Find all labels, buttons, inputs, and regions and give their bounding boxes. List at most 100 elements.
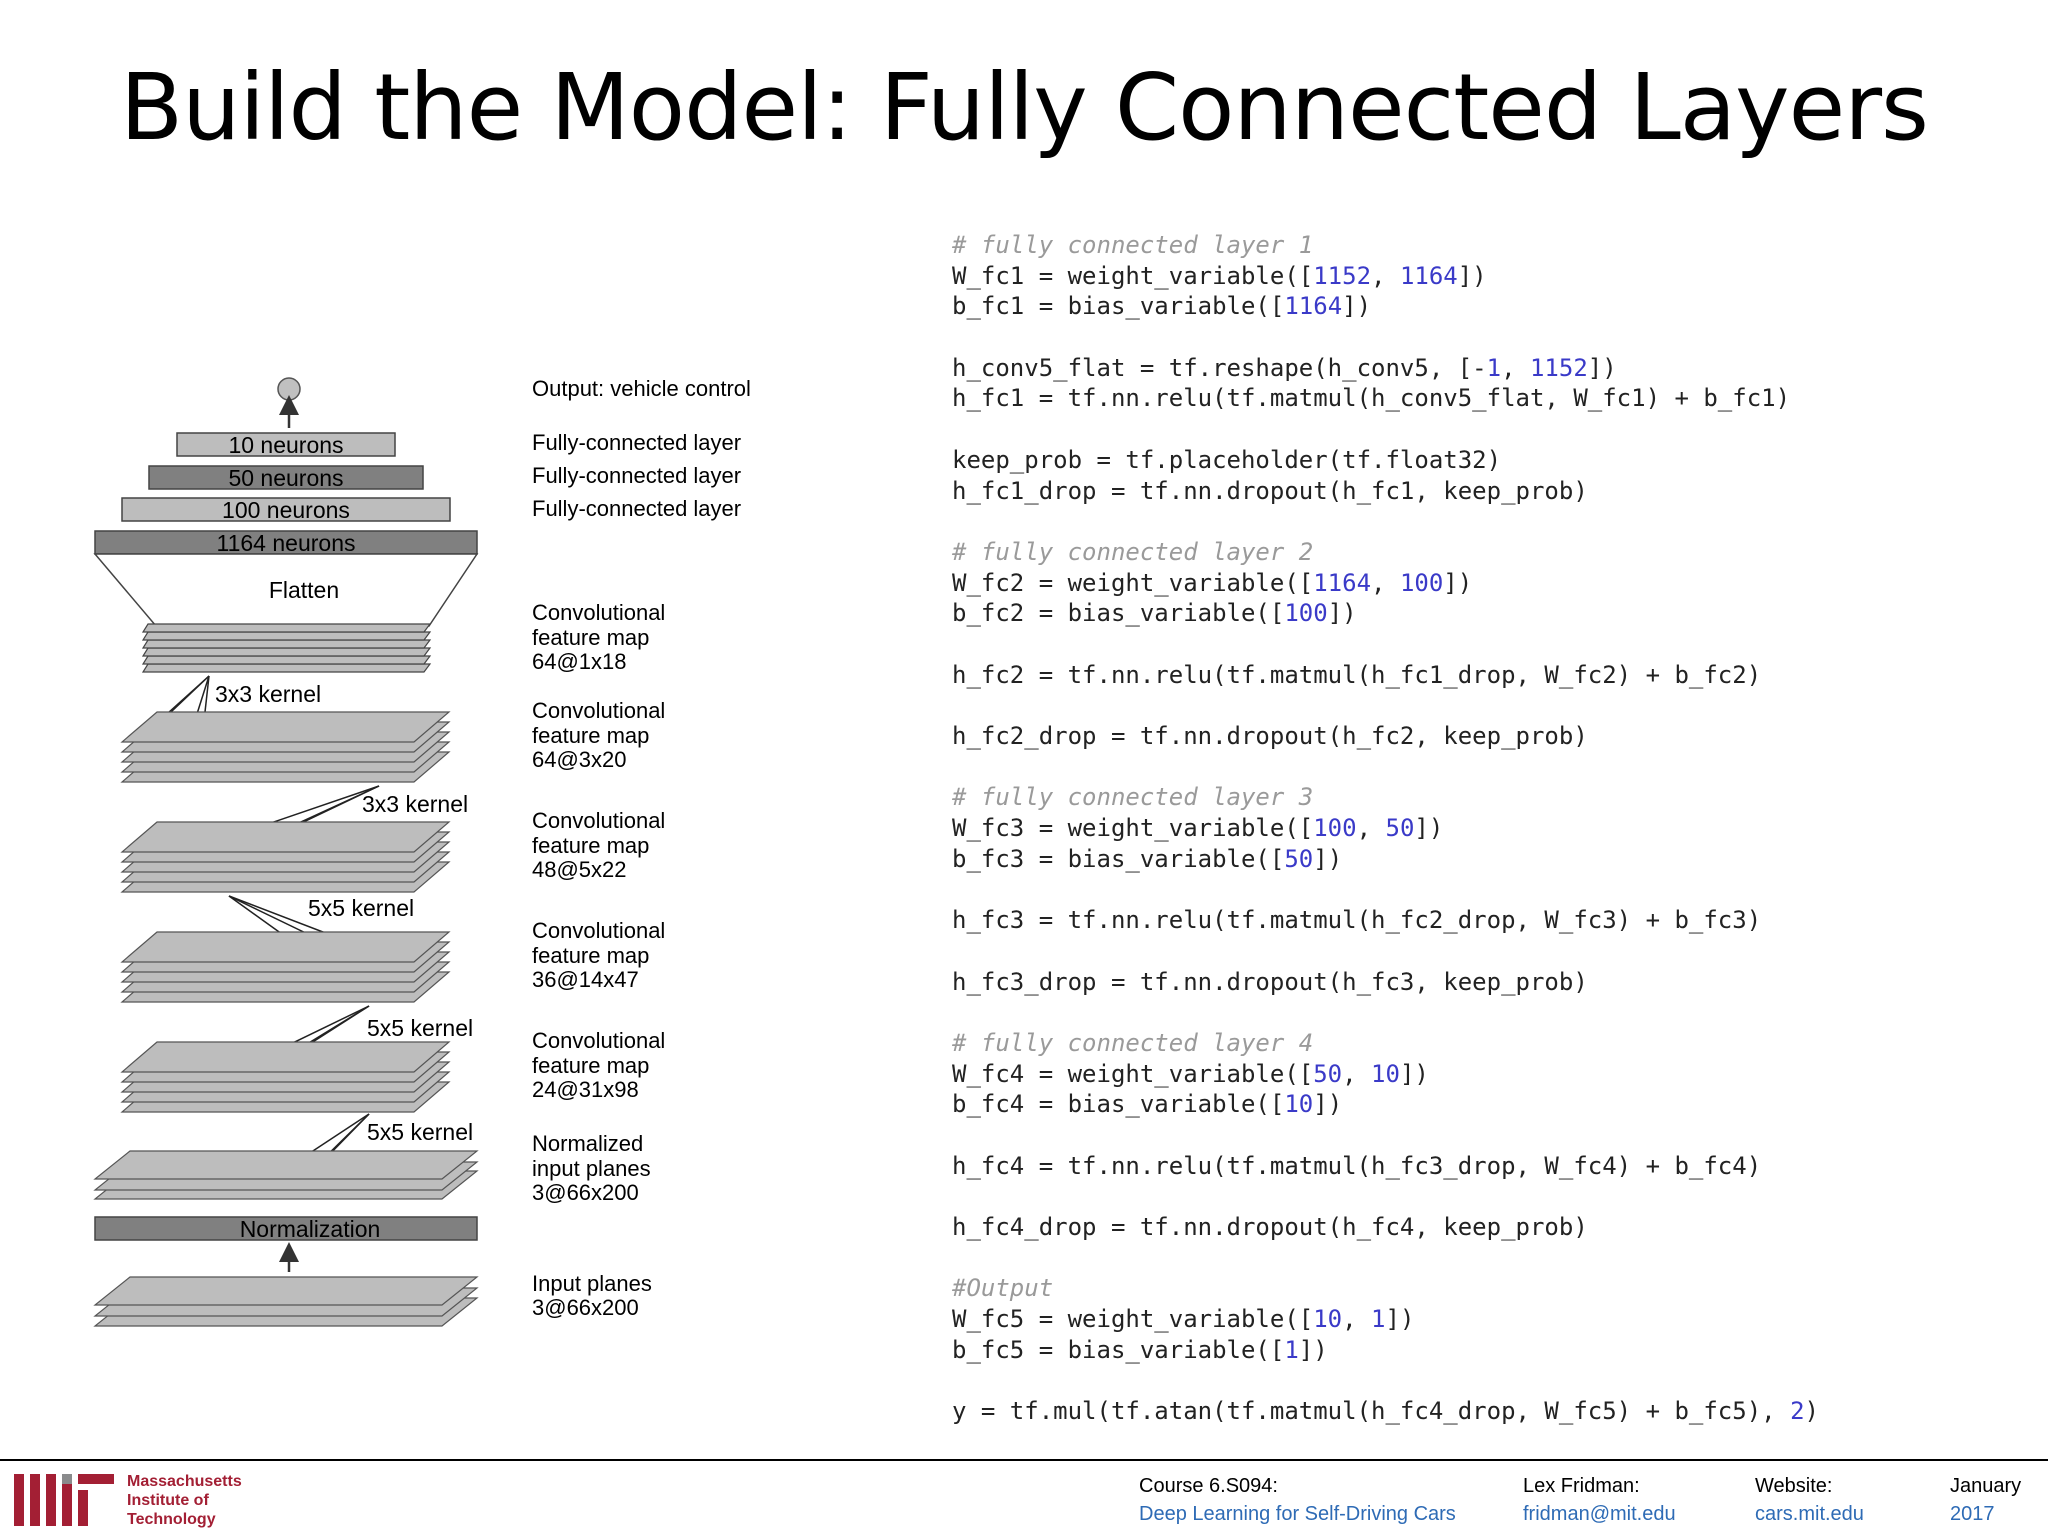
code-token: b_fc2 = bias_variable([ [952, 599, 1285, 628]
code-comment: # fully connected layer 2 [952, 537, 1314, 566]
slide-title: Build the Model: Fully Connected Layers [120, 54, 1929, 161]
conv2-feature-map [120, 931, 451, 1003]
code-number: 10 [1371, 1059, 1400, 1088]
code-line [952, 752, 1819, 783]
code-number: 10 [1284, 1090, 1314, 1119]
svg-text:feature map: feature map [532, 943, 649, 968]
code-line [952, 997, 1819, 1028]
code-comment: # fully connected layer 3 [952, 783, 1314, 812]
kernel-label-conv3: 5x5 kernel [308, 895, 414, 921]
website-link[interactable]: cars.mit.edu [1755, 1503, 1864, 1525]
fc-bar-100: 100 neurons [121, 497, 451, 523]
code-line [952, 506, 1819, 537]
code-token: ]) [1298, 1335, 1328, 1364]
label-output: Output: vehicle control [532, 376, 751, 401]
label-input: Input planes 3@66x200 [532, 1271, 652, 1320]
fc-bar-50: 50 neurons [148, 465, 424, 491]
code-line: b_fc5 = bias_variable([1]) [952, 1335, 1819, 1366]
course-label: Course 6.S094: [1139, 1475, 1278, 1497]
code-token: , [1371, 261, 1400, 290]
code-number: 10 [1313, 1305, 1343, 1334]
svg-text:48@5x22: 48@5x22 [532, 857, 627, 882]
code-token: W_fc3 = weight_variable([ [952, 814, 1314, 843]
label-normalized: Normalized input planes 3@66x200 [532, 1131, 651, 1205]
code-number: 1164 [1284, 292, 1343, 321]
footer-author: Lex Fridman: fridman@mit.edu [1523, 1472, 1676, 1528]
code-token: h_fc3_drop = tf.nn.dropout(h_fc3, keep_p… [952, 967, 1588, 996]
code-token: h_fc4_drop = tf.nn.dropout(h_fc4, keep_p… [952, 1213, 1588, 1241]
fc-bar-100-label: 100 neurons [222, 497, 350, 523]
svg-text:36@14x47: 36@14x47 [532, 967, 639, 992]
code-token: h_fc2 = tf.nn.relu(tf.matmul(h_fc1_drop,… [952, 660, 1762, 689]
footer-website: Website: cars.mit.edu [1755, 1472, 1864, 1528]
code-line: h_fc3_drop = tf.nn.dropout(h_fc3, keep_p… [952, 967, 1819, 998]
label-conv3: Convolutional feature map 48@5x22 [532, 808, 665, 882]
svg-text:Convolutional: Convolutional [532, 1028, 665, 1053]
kernel-label-conv2: 5x5 kernel [367, 1015, 473, 1041]
svg-text:Convolutional: Convolutional [532, 918, 665, 943]
code-line: # fully connected layer 1 [952, 230, 1819, 261]
svg-text:Convolutional: Convolutional [532, 698, 665, 723]
kernel-label-conv5: 3x3 kernel [215, 681, 321, 707]
code-line [952, 874, 1819, 905]
code-token: W_fc4 = weight_variable([ [952, 1059, 1314, 1088]
code-line [952, 1243, 1819, 1274]
svg-text:3@66x200: 3@66x200 [532, 1180, 639, 1205]
svg-text:input planes: input planes [532, 1156, 651, 1181]
fc-bar-1164: 1164 neurons [94, 530, 478, 556]
code-token: h_fc3 = tf.nn.relu(tf.matmul(h_fc2_drop,… [952, 906, 1762, 935]
code-line: # fully connected layer 3 [952, 782, 1819, 813]
code-token: ]) [1414, 814, 1444, 843]
code-token: ]) [1587, 353, 1617, 382]
code-line: # fully connected layer 2 [952, 537, 1819, 568]
date-month: January [1950, 1475, 2022, 1497]
code-line: b_fc1 = bias_variable([1164]) [952, 291, 1819, 322]
label-conv1: Convolutional feature map 24@31x98 [532, 1028, 665, 1102]
code-token: b_fc3 = bias_variable([ [952, 844, 1285, 873]
code-number: 1152 [1529, 353, 1588, 382]
code-line: keep_prob = tf.placeholder(tf.float32) [952, 445, 1819, 476]
code-line: #Output [952, 1273, 1819, 1304]
label-fc1: Fully-connected layer [532, 430, 741, 455]
code-line: # fully connected layer 4 [952, 1028, 1819, 1059]
svg-text:64@1x18: 64@1x18 [532, 649, 627, 674]
label-conv2: Convolutional feature map 36@14x47 [532, 918, 665, 992]
flatten-block: Flatten [93, 553, 479, 627]
footer-date: January 2017 [1950, 1472, 2021, 1528]
code-comment: # fully connected layer 4 [952, 1028, 1314, 1057]
kernel-label-conv1: 5x5 kernel [367, 1119, 473, 1145]
svg-text:24@31x98: 24@31x98 [532, 1077, 639, 1102]
code-token: keep_prob = tf.placeholder(tf.float32) [952, 445, 1502, 474]
code-line [952, 936, 1819, 967]
date-year: 2017 [1950, 1503, 1995, 1525]
code-token: , [1342, 1059, 1372, 1088]
code-number: 50 [1385, 814, 1415, 843]
code-line [952, 322, 1819, 353]
code-number: 1164 [1399, 261, 1458, 290]
kernel-label-conv4: 3x3 kernel [362, 791, 468, 817]
code-token: , [1501, 353, 1530, 382]
code-line: h_fc2_drop = tf.nn.dropout(h_fc2, keep_p… [952, 721, 1819, 752]
code-line: h_fc1 = tf.nn.relu(tf.matmul(h_conv5_fla… [952, 383, 1819, 414]
author-email-link[interactable]: fridman@mit.edu [1523, 1503, 1676, 1525]
code-line [952, 1120, 1819, 1151]
code-line: h_fc4 = tf.nn.relu(tf.matmul(h_fc3_drop,… [952, 1151, 1819, 1182]
conv4-feature-map [120, 711, 451, 783]
code-line: W_fc4 = weight_variable([50, 10]) [952, 1059, 1819, 1090]
fc-bar-50-label: 50 neurons [228, 465, 343, 491]
course-name-link[interactable]: Deep Learning for Self-Driving Cars [1139, 1503, 1456, 1525]
code-line: W_fc3 = weight_variable([100, 50]) [952, 813, 1819, 844]
svg-text:Input planes: Input planes [532, 1271, 652, 1296]
normalized-input-planes [93, 1150, 479, 1200]
code-token: ]) [1313, 1090, 1343, 1119]
code-line: h_conv5_flat = tf.reshape(h_conv5, [-1, … [952, 353, 1819, 384]
code-line: b_fc4 = bias_variable([10]) [952, 1089, 1819, 1120]
code-token: ]) [1443, 568, 1473, 597]
label-conv4: Convolutional feature map 64@3x20 [532, 698, 665, 772]
svg-text:feature map: feature map [532, 723, 649, 748]
code-line [952, 414, 1819, 445]
input-planes [93, 1276, 479, 1327]
flatten-label: Flatten [269, 577, 339, 603]
code-token: b_fc5 = bias_variable([ [952, 1335, 1285, 1364]
